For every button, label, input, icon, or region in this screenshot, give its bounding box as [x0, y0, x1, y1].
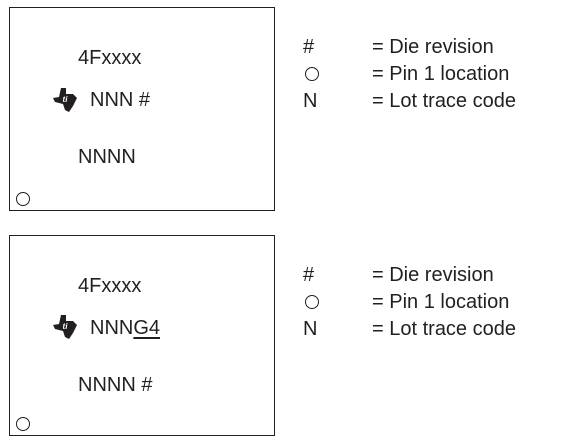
lot-code-1: NNNN	[78, 146, 136, 168]
legend-description: = Die revision	[372, 36, 494, 58]
pin1-circle-icon	[305, 295, 319, 309]
svg-text:ti: ti	[63, 95, 69, 104]
legend-symbol: N	[303, 318, 318, 340]
legend-description: = Lot trace code	[372, 90, 516, 112]
legend-description: = Lot trace code	[372, 318, 516, 340]
lot-line-1: NNN #	[90, 89, 151, 111]
legend-description: = Die revision	[372, 264, 494, 286]
package-top-view-2: 4Fxxxx ti NNNG4 NNNN #	[9, 235, 275, 436]
ti-logo-icon: ti	[53, 88, 77, 112]
device-marking-1: 4Fxxxx	[78, 47, 142, 69]
lot-suffix-underlined: G4	[133, 317, 161, 339]
ti-logo-icon: ti	[53, 315, 77, 339]
pin1-circle-icon	[16, 417, 30, 431]
pin1-circle-icon	[305, 67, 319, 81]
package-top-view-1: 4Fxxxx ti NNN # NNNN	[9, 7, 275, 211]
lot-line-2: NNNG4	[90, 318, 160, 338]
lot-code-2: NNNN #	[78, 374, 153, 396]
legend-symbol: #	[303, 36, 315, 58]
legend-symbol: N	[303, 90, 318, 112]
legend-symbol: #	[303, 264, 315, 286]
pin1-circle-icon	[16, 192, 30, 206]
legend-description: = Pin 1 location	[372, 291, 510, 313]
legend-description: = Pin 1 location	[372, 63, 510, 85]
svg-text:ti: ti	[63, 322, 69, 331]
lot-prefix: NNN	[90, 317, 134, 339]
device-marking-2: 4Fxxxx	[78, 275, 142, 297]
